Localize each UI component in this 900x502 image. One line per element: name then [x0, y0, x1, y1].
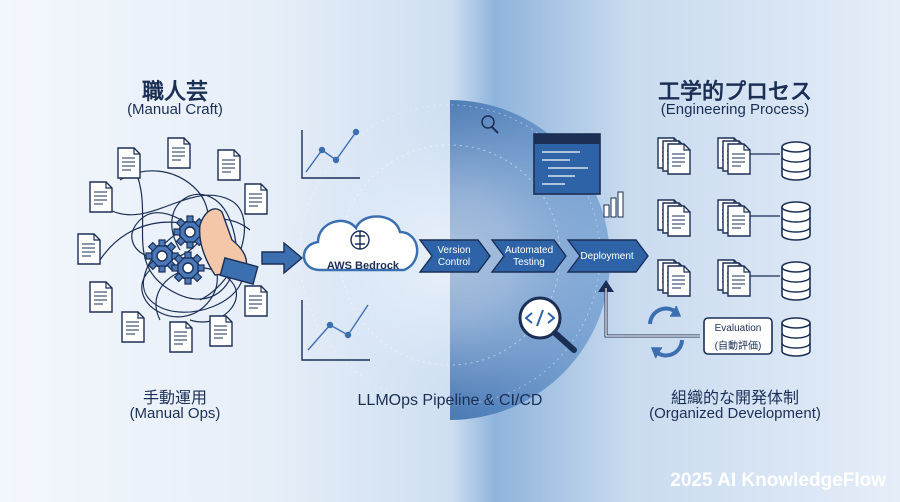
line-chart-icon [301, 128, 360, 179]
pipeline-arrows [418, 239, 649, 273]
left-title: 職人芸 [141, 79, 208, 104]
arrow-icon [261, 241, 304, 275]
refresh-icon [648, 305, 684, 359]
right-subtitle: (Engineering Process) [660, 101, 810, 118]
left-bottom-subtitle: (Manual Ops) [129, 405, 221, 422]
left-bottom-title: 手動運用 [142, 390, 207, 407]
scatter-chart-icon [301, 300, 370, 361]
hand-icon [198, 208, 259, 285]
pipeline-stage-testing [490, 239, 567, 273]
brain-icon [350, 230, 370, 250]
pipeline-stage-version [418, 239, 491, 273]
cloud-label: AWS Bedrock [326, 260, 400, 272]
footer-brand: 2025 AI KnowledgeFlow [670, 470, 886, 491]
left-subtitle: (Manual Craft) [127, 101, 223, 118]
pipeline-label-deployment: Deployment [580, 251, 634, 262]
code-window-icon [533, 133, 624, 218]
magnifier-icon [518, 296, 577, 353]
right-title: 工学的プロセス [657, 79, 812, 104]
pipeline-version-line1: Version [437, 245, 471, 256]
evaluation-sub: (自動評価) [714, 341, 762, 352]
pipeline-testing-line2: Testing [513, 257, 545, 268]
feedback-arrow [598, 280, 700, 338]
small-magnifier-icon [481, 115, 499, 134]
evaluation-label: Evaluation [714, 323, 762, 334]
right-bottom-title: 組織的な開発体制 [670, 390, 799, 407]
center-caption: LLMOps Pipeline & CI/CD [357, 392, 543, 409]
pipeline-label-version: Version Control [425, 245, 483, 269]
right-bottom-subtitle: (Organized Development) [649, 405, 821, 422]
evaluation-box [703, 317, 773, 355]
pipeline-stage-deployment [566, 239, 649, 273]
pipeline-testing-line1: Automated [504, 245, 554, 256]
database-icon [781, 141, 811, 357]
pipeline-label-testing: Automated Testing [497, 245, 561, 269]
pipeline-version-line2: Control [437, 257, 471, 268]
document-stack-grid [658, 138, 750, 296]
